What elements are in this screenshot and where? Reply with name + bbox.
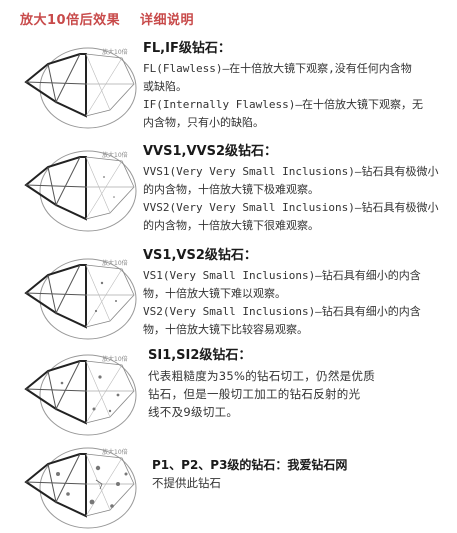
grade-description: SI1,SI2级钻石： 代表粗糙度为35%的钻石切工，仍然是优质 钻石，但是一般… (148, 347, 456, 421)
description-line: IF(Internally Flawless)—在十倍放大镜下观察，无 (143, 98, 423, 111)
description-line: 钻石，但是一般切工加工的钻石反射的光 (148, 387, 361, 401)
diamond-magnified-image: 放大10倍 (18, 44, 140, 132)
thumbnail-label: 放大10倍 (102, 355, 128, 363)
description-line: 的内含物，十倍放大镜下极难观察。 (143, 183, 319, 196)
description-line: 线不及9级切工。 (148, 405, 239, 419)
diamond-magnified-image: 放大10倍 (18, 444, 140, 532)
description-line: 的内含物，十倍放大镜下很难观察。 (143, 219, 319, 232)
grade-description: FL,IF级钻石： FL(Flawless)—在十倍放大镜下观察,没有任何内含物… (143, 40, 451, 132)
grade-title: VVS1,VVS2级钻石： (143, 144, 277, 159)
description-line: VVS1(Very Very Small Inclusions)—钻石具有极微小 (143, 165, 439, 178)
description-line: FL(Flawless)—在十倍放大镜下观察,没有任何内含物 (143, 62, 412, 75)
grade-description: VS1,VS2级钻石： VS1(Very Small Inclusions)—钻… (143, 247, 451, 339)
description-line: 物，十倍放大镜下难以观察。 (143, 287, 286, 300)
column-header-effect: 放大10倍后效果 (20, 13, 121, 28)
description-line: 或缺陷。 (143, 80, 187, 93)
description-line: VVS2(Very Very Small Inclusions)—钻石具有极微小 (143, 201, 439, 214)
grade-title: P1、P2、P3级的钻石：我爱钻石网 (152, 458, 348, 472)
grade-title: SI1,SI2级钻石： (148, 348, 252, 363)
thumbnail-label: 放大10倍 (102, 259, 128, 267)
grade-title: VS1,VS2级钻石： (143, 248, 257, 263)
grade-description: P1、P2、P3级的钻石：我爱钻石网 不提供此钻石 (152, 456, 457, 492)
column-header-details: 详细说明 (140, 13, 195, 28)
description-line: 代表粗糙度为35%的钻石切工，仍然是优质 (148, 369, 376, 383)
description-line: VS2(Very Small Inclusions)—钻石具有细小的内含 (143, 305, 421, 318)
description-line: 内含物，只有小的缺陷。 (143, 116, 264, 129)
page-header: 放大10倍后效果 详细说明 (0, 9, 457, 31)
description-line: 不提供此钻石 (152, 476, 221, 490)
diamond-magnified-image: 放大10倍 (18, 255, 140, 343)
thumbnail-label: 放大10倍 (102, 448, 128, 456)
description-line: 物，十倍放大镜下比较容易观察。 (143, 323, 308, 336)
description-line: VS1(Very Small Inclusions)—钻石具有细小的内含 (143, 269, 421, 282)
grade-title: FL,IF级钻石： (143, 41, 231, 56)
diamond-magnified-image: 放大10倍 (18, 147, 140, 235)
diamond-magnified-image: 放大10倍 (18, 351, 140, 439)
thumbnail-label: 放大10倍 (102, 151, 128, 159)
grade-description: VVS1,VVS2级钻石： VVS1(Very Very Small Inclu… (143, 143, 451, 235)
thumbnail-label: 放大10倍 (102, 48, 128, 56)
